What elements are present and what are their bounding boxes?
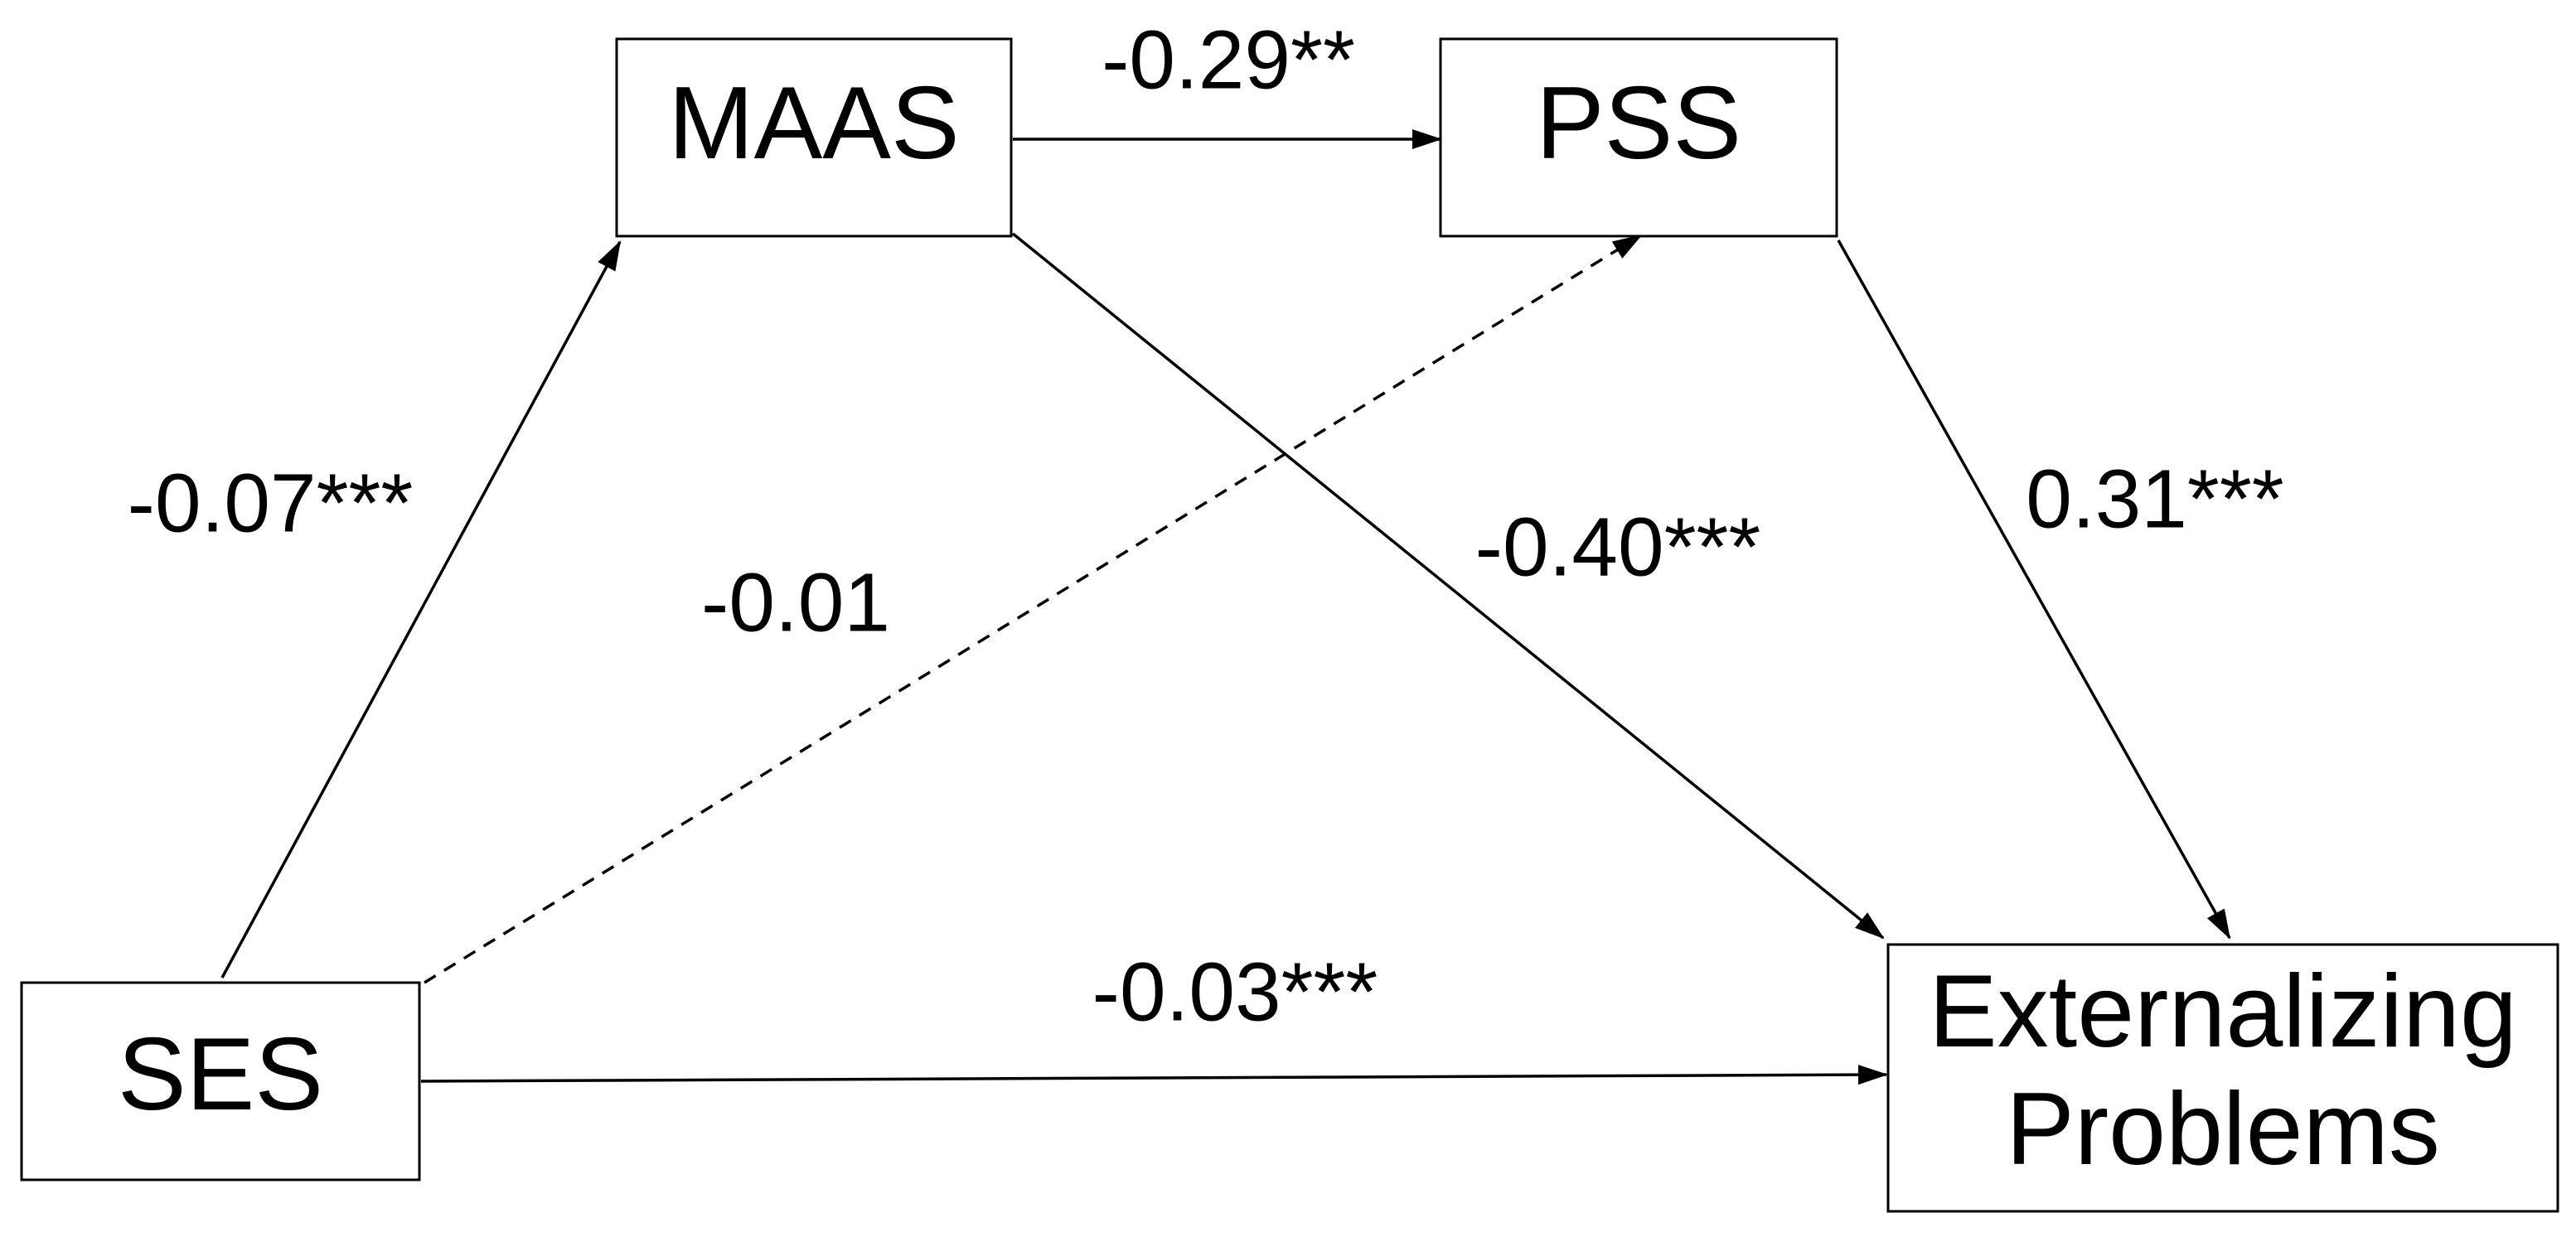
node-externalizing-problems: Externalizing Problems (1886, 943, 2559, 1213)
edge-ses-to-ext (420, 1065, 1888, 1085)
edge-maas-to-ext (1011, 232, 1885, 940)
node-maas-label: MAAS (668, 66, 959, 181)
node-externalizing-line2: Problems (2006, 1072, 2440, 1186)
edge-label-ses-to-pss: -0.01 (701, 556, 890, 649)
edge-ses-to-pss (424, 234, 1643, 984)
node-externalizing-line1: Externalizing (1929, 954, 2517, 1069)
node-maas: MAAS (615, 37, 1013, 238)
edge-label-maas-to-ext: -0.40*** (1475, 500, 1761, 593)
node-pss: PSS (1439, 37, 1838, 238)
edge-label-ses-to-ext: -0.03*** (1092, 945, 1378, 1038)
node-ses-label: SES (118, 1017, 323, 1132)
edge-label-pss-to-ext: 0.31*** (2026, 452, 2283, 545)
edge-ses-to-maas (220, 240, 622, 978)
edge-label-maas-to-pss: -0.29** (1102, 13, 1355, 106)
node-pss-label: PSS (1536, 66, 1741, 181)
node-ses: SES (20, 981, 421, 1181)
edge-label-ses-to-maas: -0.07*** (128, 457, 414, 549)
edge-pss-to-ext (1837, 239, 2231, 940)
